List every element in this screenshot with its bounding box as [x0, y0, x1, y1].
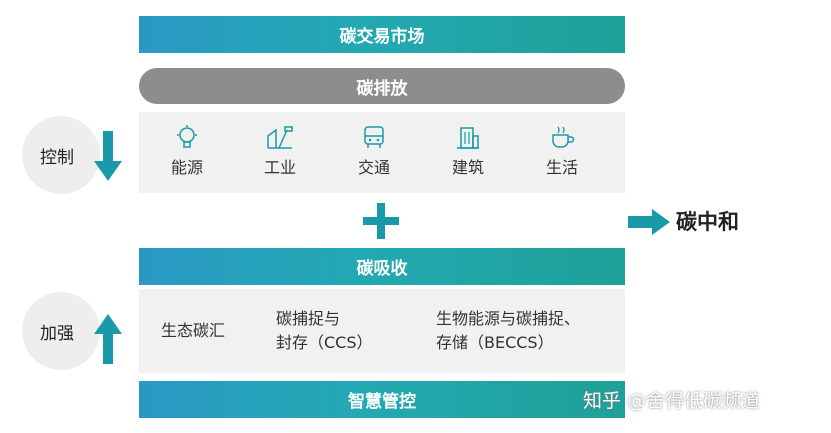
building-icon	[457, 127, 479, 149]
strengthen-circle: 加强	[22, 292, 100, 370]
strengthen-label: 加强	[40, 323, 74, 344]
bulb-icon	[177, 125, 197, 148]
emission-item-label: 交通	[357, 158, 390, 177]
right-arrow-icon	[628, 209, 670, 235]
emission-item-living: 生活	[527, 124, 597, 178]
plus-icon	[363, 203, 399, 239]
bus-icon	[364, 126, 384, 148]
carbon-neutrality-label: 碳中和	[676, 210, 739, 234]
smart-management-bar: 智慧管控	[139, 381, 625, 418]
up-arrow-icon	[94, 314, 122, 364]
emission-item-label: 生活	[545, 158, 578, 177]
factory-icon	[267, 126, 293, 149]
control-label: 控制	[40, 147, 74, 168]
absorption-item-beccs: 生物能源与碳捕捉、 存储（BECCS）	[436, 307, 580, 355]
carbon-trading-market-bar: 碳交易市场	[139, 16, 625, 53]
emission-item-building: 建筑	[433, 124, 503, 178]
carbon-absorption-label: 碳吸收	[356, 259, 408, 279]
absorption-methods-panel: 生态碳汇 碳捕捉与 封存（CCS） 生物能源与碳捕捉、 存储（BECCS）	[139, 289, 625, 373]
absorption-item-line: 生物能源与碳捕捉、	[436, 309, 581, 328]
watermark: 知乎 @舍得低碳频道	[583, 390, 761, 412]
emission-item-transport: 交通	[339, 124, 409, 178]
cup-icon	[552, 126, 575, 148]
control-circle: 控制	[22, 116, 100, 194]
smart-management-label: 智慧管控	[348, 392, 416, 412]
absorption-item-line: 生态碳汇	[161, 321, 226, 340]
absorption-item-ecological-sink: 生态碳汇	[161, 319, 225, 343]
emission-item-label: 工业	[263, 158, 296, 177]
carbon-emission-bar: 碳排放	[139, 68, 625, 104]
absorption-item-line: 存储（BECCS）	[436, 333, 554, 352]
emission-item-energy: 能源	[152, 124, 222, 178]
emission-item-label: 能源	[170, 158, 203, 177]
emission-sources-panel: 能源 工业 交通 建筑	[139, 112, 625, 193]
absorption-item-line: 封存（CCS）	[276, 333, 373, 352]
emission-item-label: 建筑	[451, 158, 484, 177]
carbon-trading-market-label: 碳交易市场	[339, 27, 425, 47]
emission-item-industry: 工业	[245, 124, 315, 178]
absorption-item-ccs: 碳捕捉与 封存（CCS）	[276, 307, 373, 355]
absorption-item-line: 碳捕捉与	[276, 309, 341, 328]
carbon-emission-label: 碳排放	[356, 78, 408, 99]
down-arrow-icon	[94, 131, 122, 181]
carbon-absorption-bar: 碳吸收	[139, 248, 625, 285]
